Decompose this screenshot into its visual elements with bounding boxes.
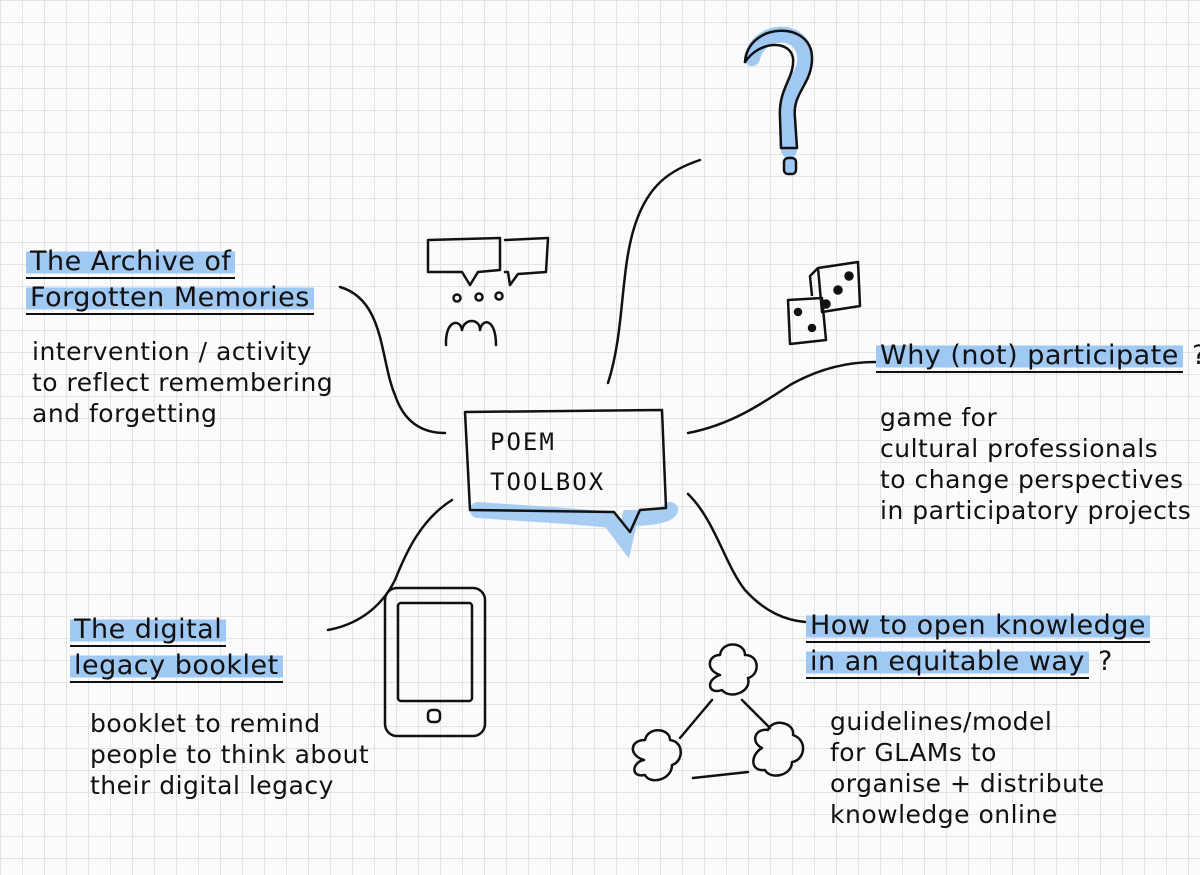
node-knowledge-desc-line1: guidelines/model	[830, 707, 1053, 736]
node-booklet-desc-line3: their digital legacy	[90, 771, 334, 800]
tablet-icon	[383, 586, 487, 738]
connector-question	[606, 158, 702, 385]
node-booklet-description: booklet to remind people to think about …	[90, 708, 369, 801]
connector-knowledge	[686, 492, 807, 624]
node-knowledge-desc-line3: organise + distribute	[830, 769, 1105, 798]
connector-participate	[686, 360, 877, 435]
node-knowledge-title: How to open knowledge in an equitable wa…	[806, 608, 1150, 680]
node-archive-title: The Archive of Forgotten Memories	[26, 244, 314, 316]
node-participate-desc-line4: in participatory projects	[880, 496, 1192, 525]
node-knowledge-title-suffix: ?	[1097, 646, 1113, 677]
node-archive-desc-line2: to reflect remembering	[32, 368, 334, 397]
node-participate-description: game for cultural professionals to chang…	[880, 402, 1191, 526]
node-booklet-desc-line1: booklet to remind	[90, 709, 321, 738]
node-participate-title: Why (not) participate ?	[876, 338, 1200, 374]
node-participate-title-suffix: ?	[1192, 340, 1200, 371]
center-speech-box	[463, 408, 678, 559]
node-booklet-title: The digital legacy booklet	[70, 612, 283, 684]
dice-icon	[786, 260, 862, 346]
node-participate-title-line1: Why (not) participate	[876, 340, 1183, 373]
node-knowledge-title-line2: in an equitable way	[806, 646, 1089, 679]
node-archive-description: intervention / activity to reflect remem…	[32, 336, 333, 429]
node-archive-desc-line3: and forgetting	[32, 399, 218, 428]
node-knowledge-description: guidelines/model for GLAMs to organise +…	[830, 706, 1105, 830]
center-title: POEM TOOLBOX	[490, 422, 605, 502]
node-participate-desc-line3: to change perspectives	[880, 465, 1184, 494]
connector-booklet	[326, 498, 454, 632]
connected-clouds-icon	[631, 643, 805, 782]
node-archive-title-line2: Forgotten Memories	[26, 282, 314, 315]
connector-archive	[338, 285, 447, 435]
speech-bubbles-people-icon	[426, 236, 550, 347]
node-booklet-title-line1: The digital	[70, 614, 227, 647]
node-archive-desc-line1: intervention / activity	[32, 337, 313, 366]
node-participate-desc-line1: game for	[880, 403, 998, 432]
node-archive-title-line1: The Archive of	[26, 246, 236, 279]
node-booklet-title-line2: legacy booklet	[70, 650, 283, 683]
node-booklet-desc-line2: people to think about	[90, 740, 370, 769]
question-mark-icon	[743, 26, 814, 176]
node-knowledge-desc-line4: knowledge online	[830, 800, 1058, 829]
center-title-line1: POEM	[490, 428, 556, 456]
node-knowledge-title-line1: How to open knowledge	[806, 610, 1150, 643]
node-knowledge-desc-line2: for GLAMs to	[830, 738, 997, 767]
center-title-line2: TOOLBOX	[490, 468, 606, 496]
node-participate-desc-line2: cultural professionals	[880, 434, 1159, 463]
